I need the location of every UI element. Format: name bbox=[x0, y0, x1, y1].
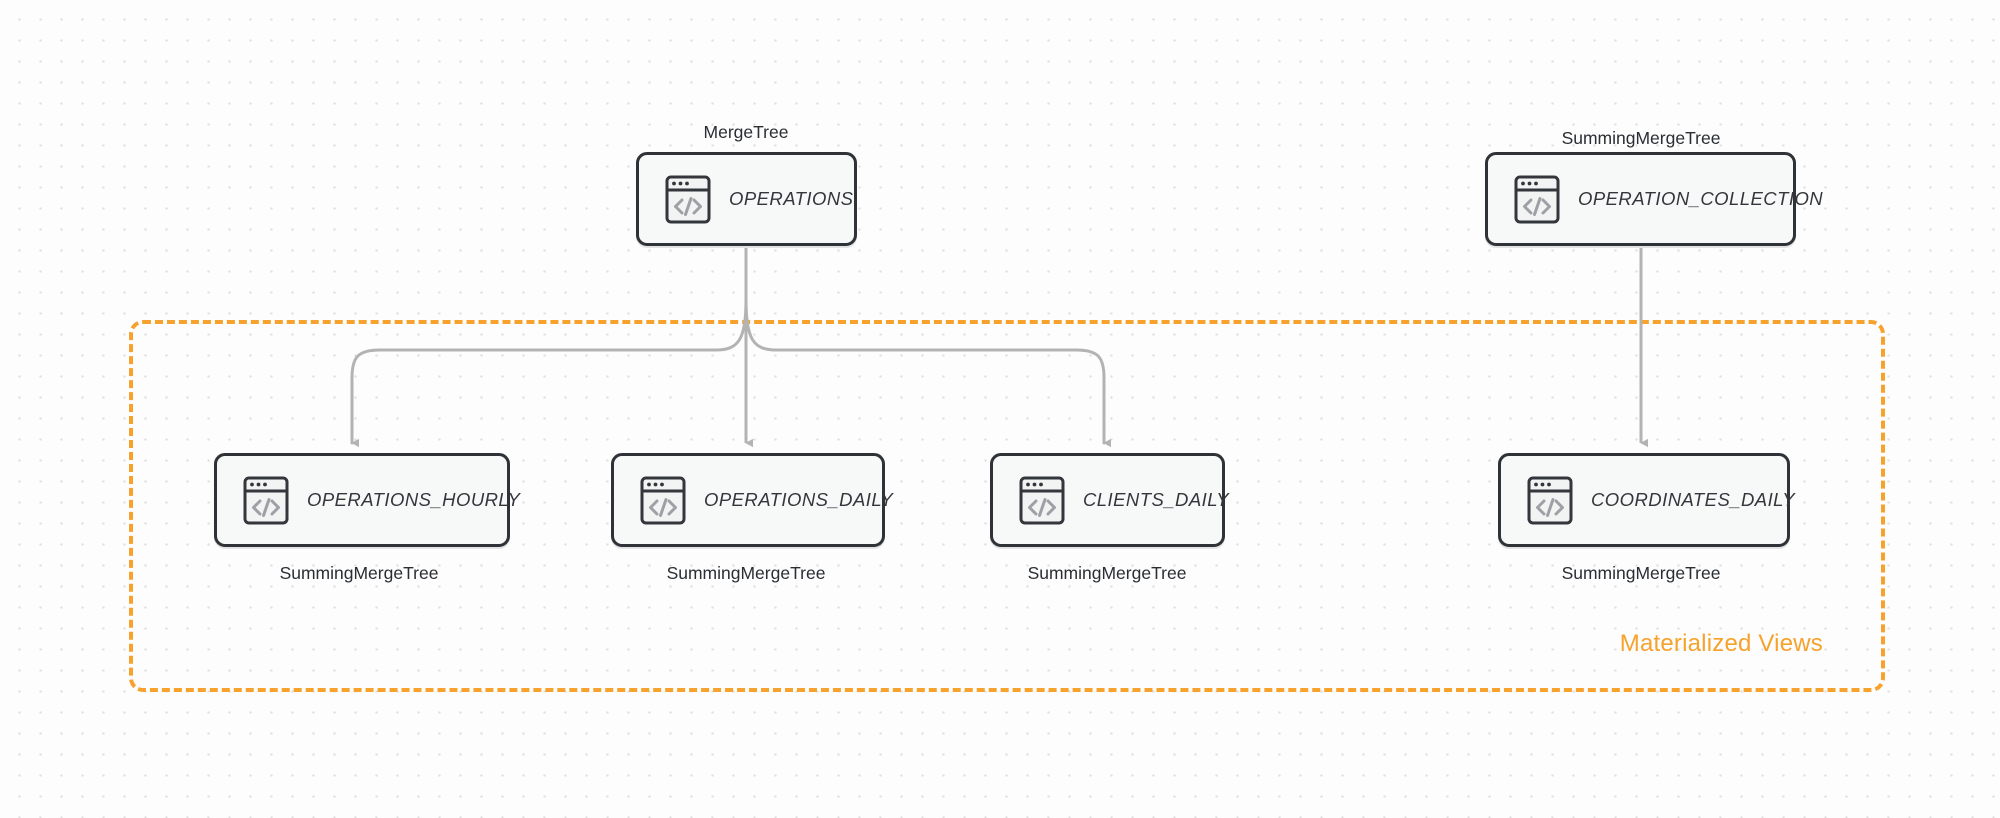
node-coordinates-daily[interactable]: COORDINATES_DAILY bbox=[1498, 453, 1795, 547]
engine-caption-operations_daily: SummingMergeTree bbox=[666, 563, 826, 583]
engine-caption-coordinates_daily: SummingMergeTree bbox=[1561, 563, 1721, 583]
engine-caption-operations_hourly: SummingMergeTree bbox=[279, 563, 439, 583]
materialized-views-label: Materialized Views bbox=[1619, 630, 1823, 657]
node-operation-collection[interactable]: OPERATION_COLLECTION bbox=[1485, 152, 1823, 246]
node-operations-daily-inner: OPERATIONS_DAILY bbox=[614, 476, 917, 525]
node-operations-label: OPERATIONS bbox=[729, 188, 854, 209]
node-clients-daily-inner: CLIENTS_DAILY bbox=[993, 476, 1253, 525]
engine-caption-clients_daily: SummingMergeTree bbox=[1027, 563, 1187, 583]
node-operations-daily[interactable]: OPERATIONS_DAILY bbox=[611, 453, 893, 547]
node-operation-collection-label: OPERATION_COLLECTION bbox=[1578, 188, 1824, 209]
code-window-icon bbox=[640, 476, 686, 524]
node-operation-collection-inner: OPERATION_COLLECTION bbox=[1488, 175, 1843, 224]
code-window-icon bbox=[665, 175, 711, 223]
node-coordinates-daily-label: COORDINATES_DAILY bbox=[1591, 489, 1796, 510]
node-operations-hourly[interactable]: OPERATIONS_HOURLY bbox=[214, 453, 520, 547]
code-window-icon bbox=[1527, 476, 1573, 524]
node-clients-daily-label: CLIENTS_DAILY bbox=[1083, 489, 1230, 510]
engine-caption-operations: MergeTree bbox=[703, 122, 789, 142]
node-coordinates-daily-inner: COORDINATES_DAILY bbox=[1501, 476, 1819, 525]
code-window-icon bbox=[1514, 175, 1560, 223]
node-clients-daily[interactable]: CLIENTS_DAILY bbox=[990, 453, 1229, 547]
node-operations-hourly-label: OPERATIONS_HOURLY bbox=[307, 489, 521, 510]
node-operations-hourly-inner: OPERATIONS_HOURLY bbox=[217, 476, 544, 525]
node-operations-inner: OPERATIONS bbox=[639, 175, 877, 224]
engine-caption-operation_collection: SummingMergeTree bbox=[1561, 128, 1721, 148]
code-window-icon bbox=[1019, 476, 1065, 524]
node-operations-daily-label: OPERATIONS_DAILY bbox=[704, 489, 894, 510]
code-window-icon bbox=[243, 476, 289, 524]
node-operations[interactable]: OPERATIONS bbox=[636, 152, 857, 246]
